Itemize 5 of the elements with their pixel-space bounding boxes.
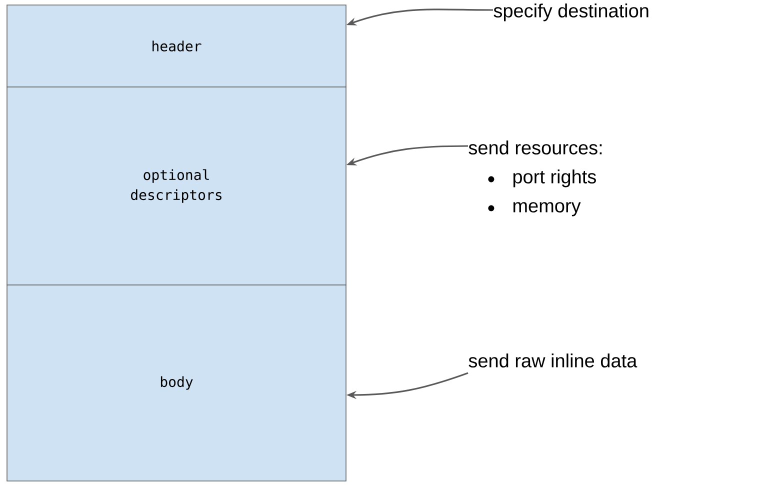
annotation-text: send resources: port rights memory [468, 140, 602, 216]
message-section: header [6, 4, 346, 88]
message-section: body [6, 284, 346, 482]
annotation-text: send raw inline data [468, 354, 638, 368]
annotation-text: specify destination [494, 4, 648, 22]
